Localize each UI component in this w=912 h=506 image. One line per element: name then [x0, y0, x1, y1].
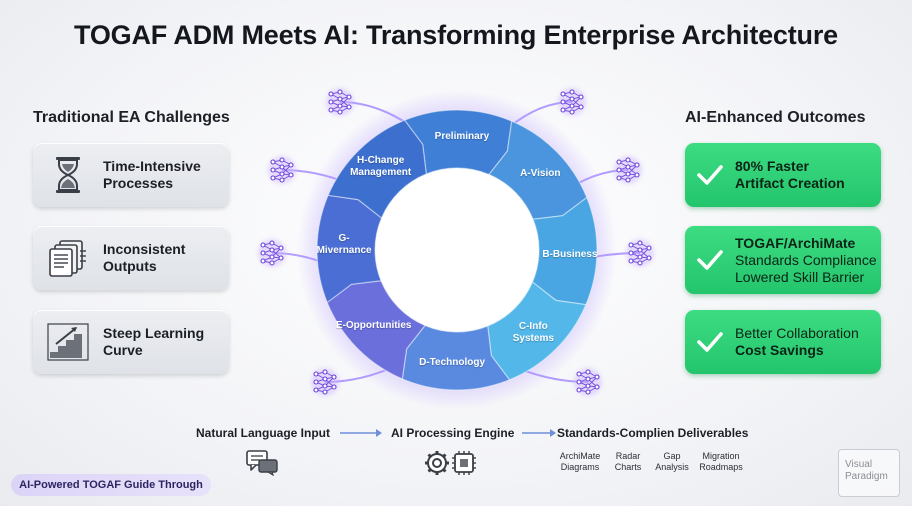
neural-network-icon	[311, 368, 339, 396]
adm-segment-label: Preliminary	[434, 131, 490, 143]
neural-network-icon	[558, 88, 586, 116]
neural-network-icon	[614, 156, 642, 184]
outcome-card-compliance: TOGAF/ArchiMate Standards Compliance Low…	[685, 226, 881, 294]
challenge-line: Time-Intensive	[103, 158, 201, 174]
check-icon	[685, 164, 735, 186]
flow-step-deliverables: Standards-Complien Deliverables	[557, 426, 749, 440]
deliverable-item: Radar Charts	[615, 451, 642, 473]
ai-connector-line	[339, 101, 409, 125]
challenge-line: Curve	[103, 342, 143, 358]
connector-endpoint	[346, 180, 354, 188]
deliverable-line: Roadmaps	[699, 462, 743, 472]
outcomes-heading: AI-Enhanced Outcomes	[685, 109, 866, 126]
adm-segment-h-change-management[interactable]	[327, 119, 427, 219]
challenge-line: Inconsistent	[103, 241, 186, 257]
check-icon	[685, 331, 735, 353]
adm-segment-g-governance[interactable]	[316, 194, 383, 304]
watermark-line: Paradigm	[845, 471, 888, 482]
connector-endpoint	[574, 256, 582, 264]
check-icon	[685, 249, 735, 271]
challenge-card-inconsistent: Inconsistent Outputs	[33, 226, 229, 290]
outcome-line: Standards Compliance	[735, 251, 877, 268]
connector-endpoint	[396, 360, 404, 368]
connector-endpoint	[504, 124, 512, 132]
challenges-heading: Traditional EA Challenges	[33, 109, 230, 126]
stairs-icon	[33, 322, 103, 362]
challenge-line: Steep Learning	[103, 325, 205, 341]
outcome-line: Lowered Skill Barrier	[735, 268, 865, 285]
deliverable-line: Radar	[615, 451, 641, 461]
ai-connector-line	[577, 252, 641, 261]
guide-badge[interactable]: AI-Powered TOGAF Guide Through	[11, 474, 211, 496]
deliverable-line: Migration	[702, 451, 740, 461]
neural-network-icon	[626, 239, 654, 267]
cycle-center	[376, 169, 538, 331]
outcome-line: Artifact Creation	[735, 175, 845, 191]
deliverable-line: ArchiMate	[559, 451, 601, 461]
deliverable-item: Migration Roadmaps	[699, 451, 743, 473]
adm-segment-c-info-systems[interactable]	[487, 281, 587, 381]
challenge-line: Processes	[103, 175, 174, 191]
watermark-line: Visual	[845, 459, 873, 470]
deliverable-line: Analysis	[655, 462, 689, 472]
deliverable-line: Gap	[663, 451, 681, 461]
deliverable-item: Gap Analysis	[655, 451, 689, 473]
neural-network-icon	[268, 156, 296, 184]
adm-segment-label: G-Mivernance	[316, 233, 372, 257]
outcome-card-collaboration: Better Collaboration Cost Savings	[685, 310, 881, 374]
adm-segment-preliminary[interactable]	[403, 109, 513, 176]
adm-segment-b-business[interactable]	[531, 196, 598, 306]
adm-segment-label: A-Vision	[520, 167, 561, 179]
adm-segment-d-technology[interactable]	[401, 324, 511, 391]
flow-step-engine: AI Processing Engine	[391, 426, 515, 440]
adm-segment-label: B-Business	[542, 248, 598, 260]
outcome-line: Cost Savings	[735, 342, 824, 358]
ai-connector-line	[557, 169, 629, 197]
connector-endpoint	[504, 360, 512, 368]
ai-connector-line	[271, 252, 333, 267]
challenge-card-learning: Steep Learning Curve	[33, 310, 229, 374]
outcome-line: Better Collaboration	[735, 325, 859, 341]
neural-network-icon	[574, 368, 602, 396]
page-title: TOGAF ADM Meets AI: Transforming Enterpr…	[74, 20, 838, 50]
connector-endpoint	[328, 262, 336, 270]
ai-connector-line	[507, 101, 573, 129]
chat-icon	[246, 450, 278, 476]
outcome-line: TOGAF/ArchiMate	[735, 234, 856, 251]
adm-segment-label: E-Opportunities	[335, 320, 412, 332]
ai-connector-line	[507, 363, 589, 383]
connector-endpoint	[554, 192, 562, 200]
neural-network-icon	[326, 88, 354, 116]
gear-chip-icon	[425, 451, 476, 475]
adm-segment-e-opportunities[interactable]	[326, 280, 426, 380]
hourglass-icon	[33, 155, 103, 195]
challenge-line: Outputs	[103, 258, 157, 274]
ai-connector-line	[324, 363, 401, 383]
arrow-right-icon	[340, 429, 382, 437]
deliverable-item: ArchiMate Diagrams	[560, 451, 601, 473]
neural-network-icon	[258, 239, 286, 267]
adm-segment-a-vision[interactable]	[488, 120, 588, 220]
challenge-card-time: Time-Intensive Processes	[33, 143, 229, 207]
ai-connector-line	[281, 169, 351, 185]
visual-paradigm-watermark: Visual Paradigm	[838, 449, 900, 497]
flow-step-input: Natural Language Input	[196, 426, 331, 440]
deliverable-line: Diagrams	[560, 462, 600, 472]
outcome-card-faster: 80% Faster Artifact Creation	[685, 143, 881, 207]
deliverable-line: Charts	[614, 462, 642, 472]
adm-segment-label: D-Technology	[419, 356, 486, 368]
connector-endpoint	[404, 120, 412, 128]
documents-icon	[33, 238, 103, 278]
arrow-right-icon	[522, 429, 556, 437]
outcome-line: 80% Faster	[735, 158, 809, 174]
